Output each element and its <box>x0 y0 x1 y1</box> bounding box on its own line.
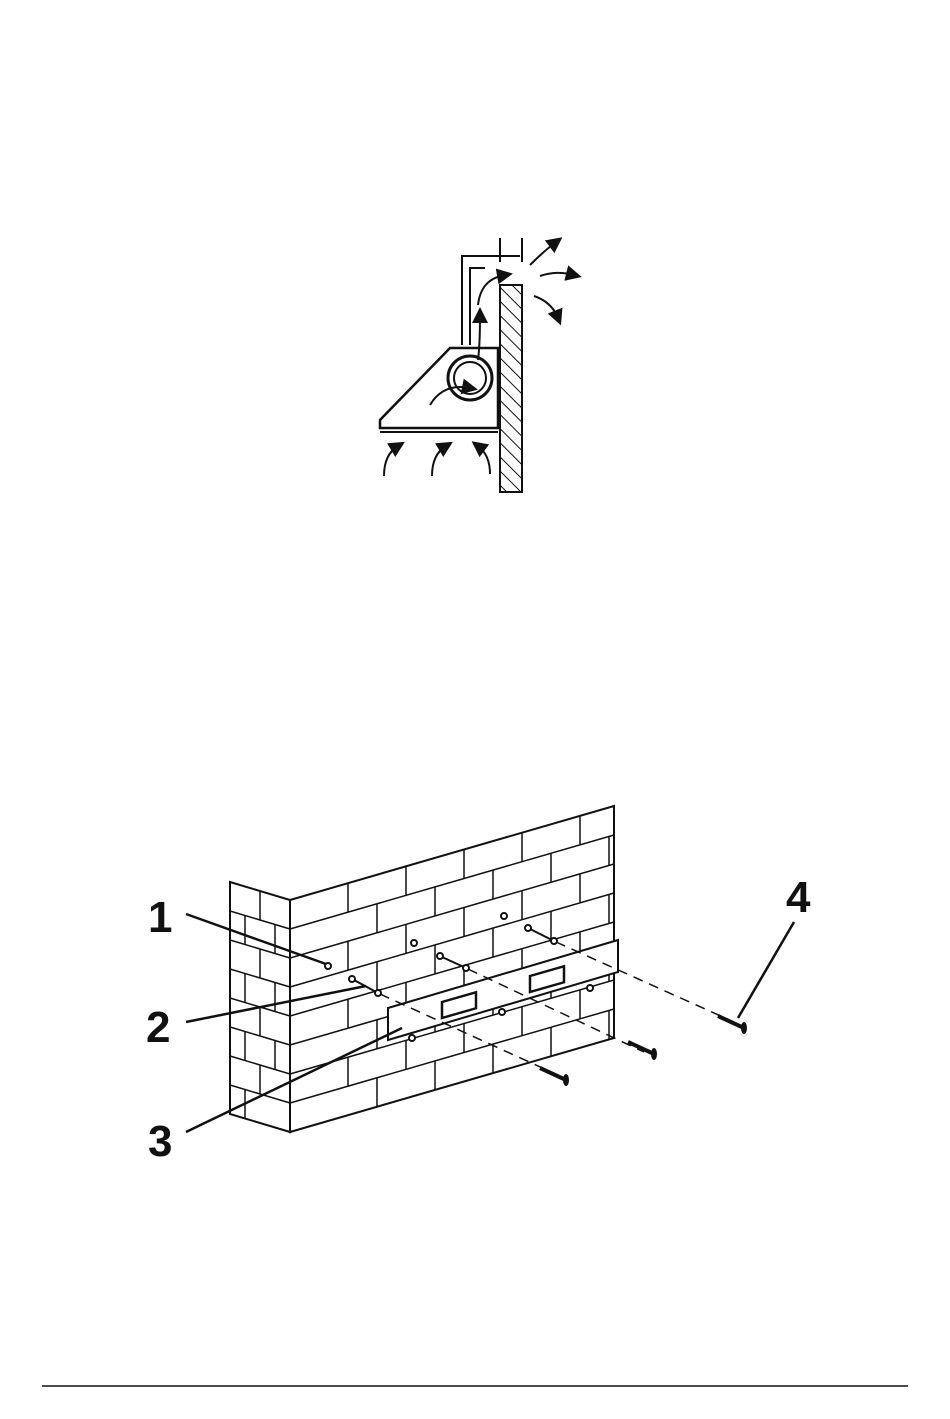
callout-label-3: 3 <box>148 1117 172 1166</box>
wall-section <box>500 285 522 492</box>
fan-rotor <box>454 362 486 394</box>
airflow-diagram <box>380 238 574 492</box>
curved-arrow-icon <box>478 446 490 474</box>
curved-arrow-icon <box>384 446 398 476</box>
callout-label-2: 2 <box>146 1003 170 1052</box>
curved-arrow-icon <box>432 446 446 476</box>
callout-label-1: 1 <box>148 893 172 942</box>
chimney-inner <box>470 268 485 345</box>
screw-icon <box>718 1016 747 1034</box>
curved-arrow-icon <box>530 242 556 265</box>
callout-label-4: 4 <box>786 873 811 922</box>
curved-arrow-icon <box>540 273 574 276</box>
curved-arrow-icon <box>478 315 480 360</box>
curved-arrow-icon <box>534 296 558 318</box>
screw-icon <box>540 1068 569 1086</box>
installation-diagram: 1 2 3 4 <box>146 806 811 1166</box>
